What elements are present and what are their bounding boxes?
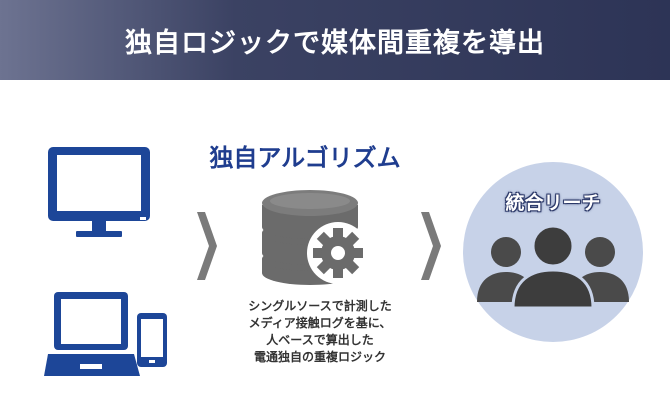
gear-icon: [307, 222, 369, 284]
smartphone-icon: [137, 313, 167, 367]
description-line: シングルソースで計測した: [248, 299, 392, 313]
banner-title: 独自ロジックで媒体間重複を導出: [125, 27, 545, 59]
chevron-right-icon: [421, 212, 441, 280]
laptop-icon: [44, 292, 140, 376]
reach-label: 統合リーチ: [505, 192, 601, 214]
title-banner: 独自ロジックで媒体間重複を導出: [0, 0, 670, 80]
description-line: 電通独自の重複ロジック: [253, 350, 386, 364]
chevron-right-icon: [197, 212, 217, 280]
description-line: 人ベースで算出した: [266, 333, 374, 347]
monitor-icon: [48, 147, 150, 237]
description-line: メディア接触ログを基に、: [248, 316, 392, 330]
algorithm-description: シングルソースで計測した メディア接触ログを基に、 人ベースで算出した 電通独自…: [210, 298, 430, 366]
algorithm-title: 独自アルゴリズム: [209, 144, 401, 172]
people-icon: [477, 224, 629, 310]
